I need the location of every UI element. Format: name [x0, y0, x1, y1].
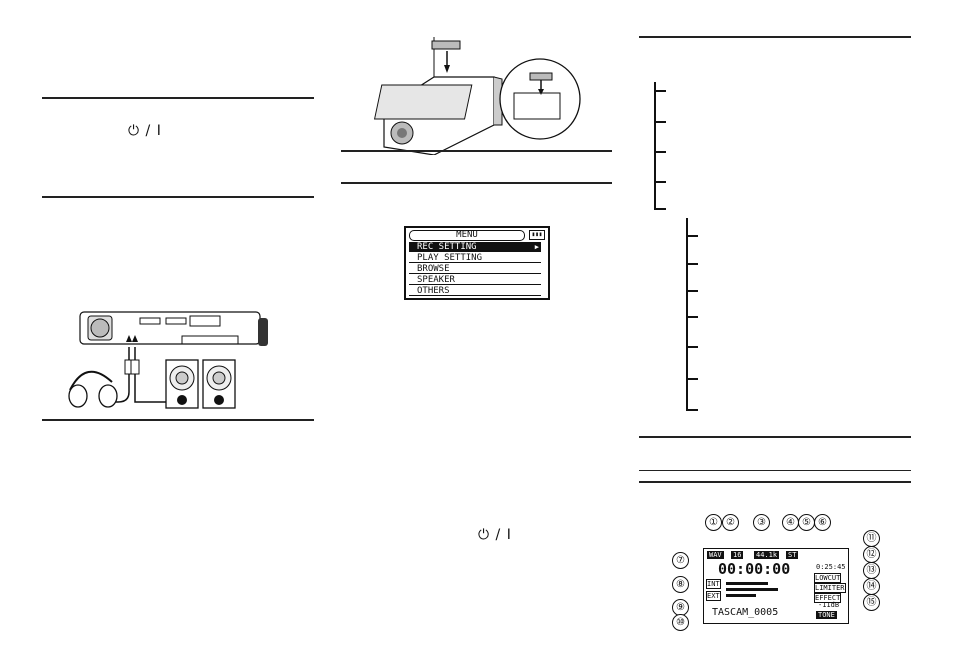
tree-branch: [686, 235, 698, 237]
tree-branch: [686, 346, 698, 348]
tree-branch: [686, 409, 698, 411]
menu-screen: MENU ▮▮▮ REC SETTING PLAY SETTING BROWSE…: [404, 226, 550, 300]
left-rule-2: [42, 196, 314, 198]
effect-indicator: EFFECT: [814, 593, 842, 603]
middle-rule-1: [341, 150, 612, 152]
level-value: -11dB: [818, 601, 840, 609]
right-rule-2: [639, 436, 911, 438]
limiter-indicator: LIMITER: [814, 583, 846, 593]
callout-15: ⑮: [863, 594, 880, 611]
tree-branch: [654, 121, 666, 123]
power-button-symbol: ⏻ / I: [478, 527, 512, 543]
callout-7: ⑦: [672, 552, 689, 569]
callout-3: ③: [753, 514, 770, 531]
callout-5: ⑤: [798, 514, 815, 531]
middle-rule-2: [341, 182, 612, 184]
callout-14: ⑭: [863, 578, 880, 595]
level-meter-r: [726, 588, 778, 591]
file-name: TASCAM_0005: [712, 607, 779, 618]
tree-branch: [654, 208, 666, 210]
tree-trunk-2: [686, 218, 688, 410]
left-rule-3: [42, 419, 314, 421]
elapsed-time: 00:00:00: [718, 560, 791, 578]
callout-13: ⑬: [863, 562, 880, 579]
tree-trunk-1: [654, 82, 656, 209]
tree-branch: [654, 90, 666, 92]
format-indicator: WAV: [707, 551, 724, 559]
tree-branch: [686, 316, 698, 318]
menu-item-rec-setting[interactable]: REC SETTING: [409, 242, 541, 252]
callout-2: ②: [722, 514, 739, 531]
tree-branch: [686, 378, 698, 380]
power-button-symbol: ⏻ / I: [128, 123, 162, 139]
battery-icon: ▮▮▮: [529, 230, 545, 240]
tree-branch: [686, 290, 698, 292]
ext-indicator: EXT: [706, 591, 721, 601]
remaining-time: 0:25:45: [816, 563, 846, 571]
menu-item-others[interactable]: OTHERS: [409, 286, 541, 296]
callout-10: ⑩: [672, 614, 689, 631]
callout-8: ⑧: [672, 576, 689, 593]
callout-11: ⑪: [863, 530, 880, 547]
left-rule-1: [42, 97, 314, 99]
tree-branch: [654, 151, 666, 153]
headphone-speaker-connection-illustration: [68, 311, 268, 409]
callout-6: ⑥: [814, 514, 831, 531]
callout-4: ④: [782, 514, 799, 531]
tone-indicator: TONE: [816, 611, 837, 619]
bit-depth: 16: [731, 551, 744, 559]
right-rule-3: [639, 470, 911, 471]
home-screen-display: WAV 16 44.1k ST 0:25:45 00:00:00 INT EXT…: [703, 548, 849, 624]
right-rule-1: [639, 36, 911, 38]
menu-item-browse[interactable]: BROWSE: [409, 264, 541, 274]
menu-item-play-setting[interactable]: PLAY SETTING: [409, 253, 541, 263]
channel-mode: ST: [786, 551, 799, 559]
battery-cover-illustration: [374, 37, 581, 155]
lowcut-indicator: LOWCUT: [814, 573, 842, 583]
level-meter-l: [726, 582, 768, 585]
level-meter-extra: [726, 594, 756, 597]
int-indicator: INT: [706, 579, 721, 589]
right-rule-4: [639, 481, 911, 483]
sample-rate: 44.1k: [754, 551, 780, 559]
callout-1: ①: [705, 514, 722, 531]
callout-12: ⑫: [863, 546, 880, 563]
menu-item-speaker[interactable]: SPEAKER: [409, 275, 541, 285]
tree-branch: [654, 181, 666, 183]
menu-title: MENU: [409, 230, 525, 241]
tree-branch: [686, 263, 698, 265]
